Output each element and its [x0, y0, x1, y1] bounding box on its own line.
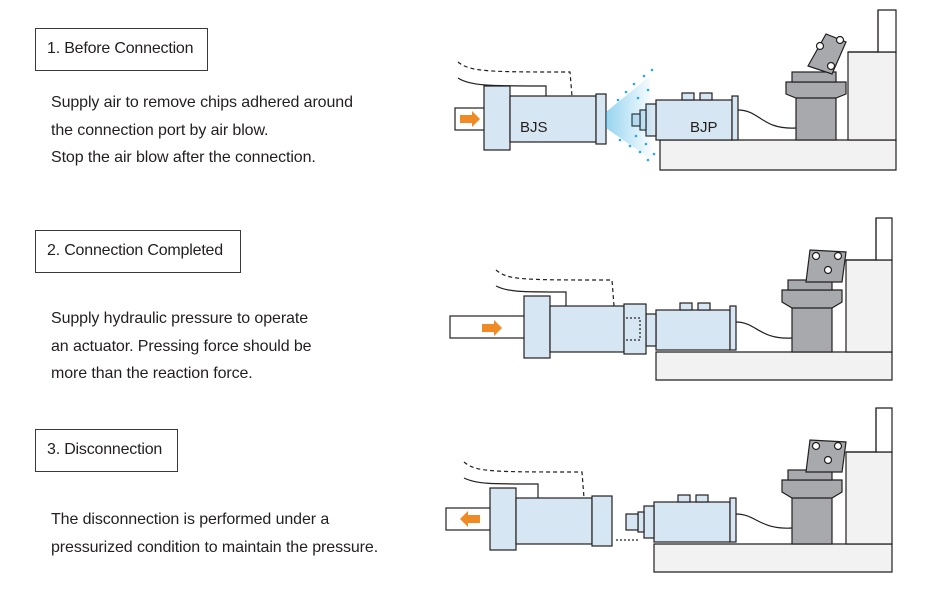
fixture-base — [659, 139, 897, 171]
bjp-plug-3 — [625, 494, 737, 543]
step-3-line-2: pressurized condition to maintain the pr… — [51, 538, 379, 556]
step-3-title: 3. Disconnection — [35, 429, 178, 472]
diagram-connection-completed — [449, 217, 893, 381]
step-2-line-2: an actuator. Pressing force should be — [51, 337, 312, 355]
step-3-description: The disconnection is performed under a p… — [51, 506, 378, 561]
actuator-3 — [781, 439, 847, 545]
step-1-title: 1. Before Connection — [35, 28, 208, 71]
fixture-base — [653, 543, 893, 573]
fixture-base — [655, 351, 893, 381]
arrow-left-icon — [460, 511, 480, 527]
diagram-before-connection: BJP BJS — [454, 9, 897, 171]
step-2-title: 2. Connection Completed — [35, 230, 241, 273]
air-blow-icon — [606, 68, 656, 162]
actuator-1 — [785, 33, 847, 141]
step-2-line-1: Supply hydraulic pressure to operate — [51, 310, 308, 327]
step-1-line-1: Supply air to remove chips adhered aroun… — [51, 94, 353, 111]
fixture-wall — [847, 51, 897, 141]
step-2-line-3: more than the reaction force. — [51, 365, 253, 382]
bjp-label-1: BJP — [690, 119, 718, 136]
diagram-disconnection — [445, 407, 893, 573]
bjs-label-1: BJS — [520, 119, 548, 136]
step-1-line-2: the connection port by air blow. — [51, 121, 269, 139]
arrow-right-icon — [460, 111, 480, 127]
bjs-coupler-1 — [454, 85, 607, 151]
bjs-coupler-3 — [445, 487, 613, 551]
step-3-line-1: The disconnection is performed under a — [51, 511, 330, 528]
step-1-line-3: Stop the air blow after the connection. — [51, 149, 316, 166]
actuator-2 — [781, 249, 847, 353]
bjp-plug-2 — [645, 302, 737, 351]
step-1-description: Supply air to remove chips adhered aroun… — [51, 89, 353, 172]
bjs-coupler-2 — [449, 295, 647, 359]
arrow-right-icon — [482, 320, 502, 336]
step-2-description: Supply hydraulic pressure to operate an … — [51, 305, 312, 388]
